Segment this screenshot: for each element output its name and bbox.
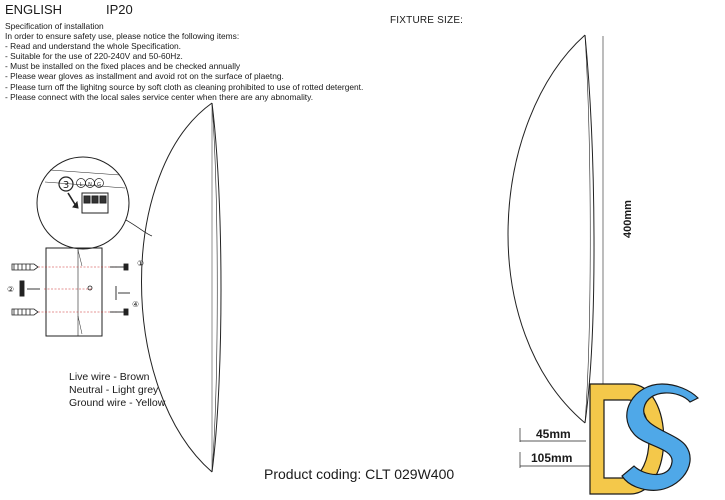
spec-line: - Must be installed on the fixed places … [5, 61, 241, 72]
brand-logo [589, 383, 700, 495]
callout-2: ② [7, 285, 14, 294]
wire-neutral-label: Neutral - Light grey [69, 384, 159, 396]
dimension-depth-label: 45mm [536, 427, 571, 441]
wire-color-legend: Live wire - Brown Neutral - Light grey G… [69, 371, 165, 410]
fixture-front-view [141, 102, 222, 473]
wire-ground-label: Ground wire - Yellow [69, 397, 166, 409]
step-number: 3 [63, 180, 69, 191]
fixture-size-label: FIXTURE SIZE: [390, 15, 464, 26]
specification-text: Specification of installation In order t… [5, 21, 363, 102]
spec-line: In order to ensure safety use, please no… [5, 31, 240, 42]
spec-line: - Please wear gloves as installment and … [5, 71, 284, 82]
terminal-label-ground: G [97, 182, 101, 188]
callout-4: ④ [132, 300, 139, 309]
spec-line: - Suitable for the use of 220-240V and 5… [5, 51, 183, 62]
callout-1: ① [137, 259, 144, 268]
wire-live-label: Live wire - Brown [69, 371, 150, 383]
spec-line: - Please turn off the lighitng source by… [5, 81, 364, 92]
product-coding: Product coding: CLT 029W400 [264, 466, 455, 482]
mounting-bracket [11, 247, 130, 337]
language-label: ENGLISH [5, 2, 63, 17]
terminal-label-neutral: N [88, 182, 92, 188]
spec-line: - Read and understand the whole Specific… [5, 41, 181, 52]
logo-letter-s [621, 383, 700, 491]
fixture-side-view [507, 34, 604, 424]
depth-dimensions [519, 428, 600, 468]
dimension-total-depth-label: 105mm [531, 451, 573, 465]
spec-line: Specification of installation [5, 21, 104, 31]
spec-line: - Please connect with the local sales se… [5, 91, 314, 102]
ip-rating-label: IP20 [106, 2, 133, 17]
terminal-block-detail [36, 156, 153, 250]
terminal-label-live: L [80, 182, 83, 188]
